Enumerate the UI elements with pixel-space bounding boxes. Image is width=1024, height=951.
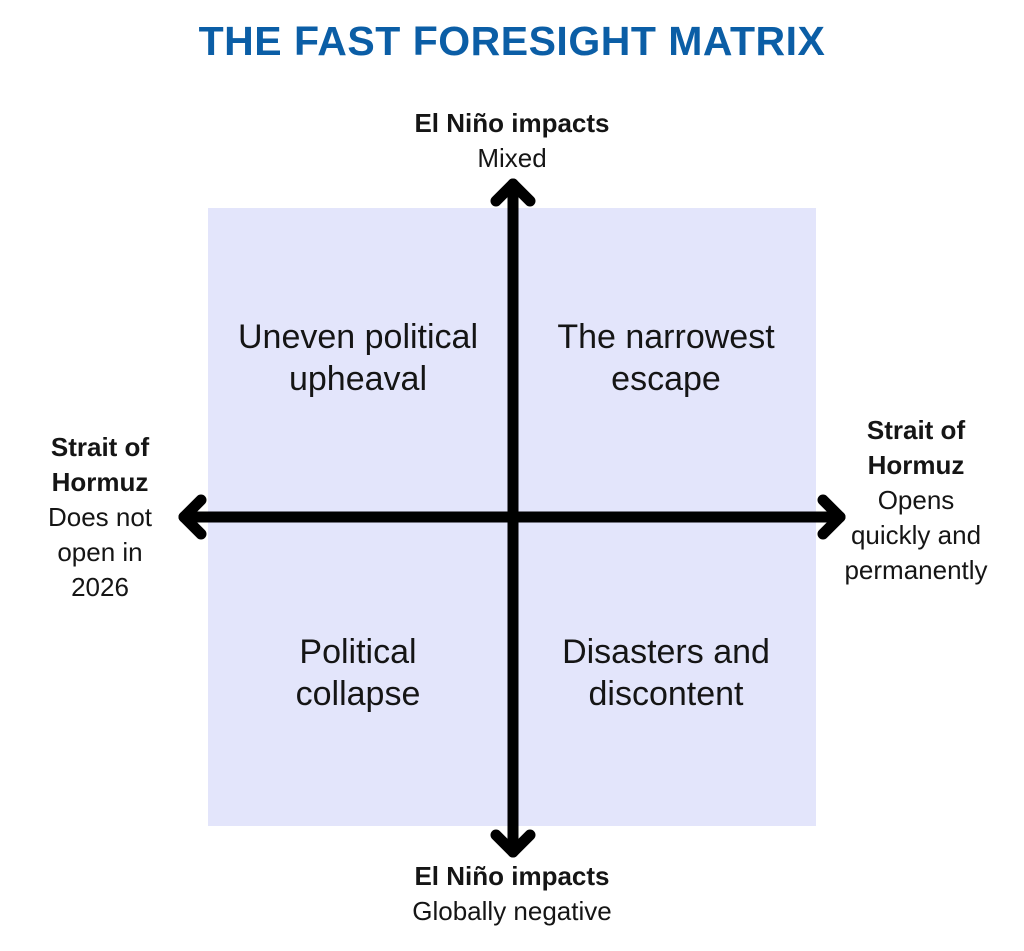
axis-label-bottom: El Niño impacts Globally negative — [362, 859, 662, 929]
axis-heading: Hormuz — [51, 467, 149, 497]
axis-value: open in — [57, 537, 143, 567]
quadrant-label: Disasters and — [562, 633, 770, 671]
axis-value: Does not — [47, 502, 153, 532]
axis-heading: El Niño impacts — [414, 108, 610, 138]
quadrant-label: upheaval — [288, 360, 427, 398]
quadrant-label: Political — [299, 633, 417, 671]
axis-heading: Strait of — [866, 415, 966, 445]
quadrant-top-right: The narrowest escape — [516, 316, 816, 400]
axis-label-top: El Niño impacts Mixed — [362, 106, 662, 176]
quadrant-label: discontent — [588, 675, 744, 713]
horizontal-axis-arrow — [178, 494, 846, 540]
quadrant-label: The narrowest — [557, 318, 775, 356]
quadrant-label: collapse — [295, 675, 421, 713]
axis-label-right: Strait of Hormuz Opens quickly and perma… — [818, 413, 1014, 588]
axis-value: Opens — [877, 485, 955, 515]
quadrant-label: Uneven political — [237, 318, 479, 356]
axis-value: 2026 — [71, 572, 129, 602]
axis-label-left: Strait of Hormuz Does not open in 2026 — [0, 430, 200, 605]
axis-value: Mixed — [477, 143, 547, 173]
axis-value: permanently — [844, 555, 988, 585]
page-title: THE FAST FORESIGHT MATRIX — [198, 18, 826, 64]
axis-heading: El Niño impacts — [414, 861, 610, 891]
quadrant-bottom-right: Disasters and discontent — [516, 631, 816, 715]
quadrant-label: escape — [611, 360, 721, 398]
quadrant-bottom-left: Political collapse — [208, 631, 508, 715]
axis-value: quickly and — [850, 520, 982, 550]
axis-heading: Hormuz — [867, 450, 965, 480]
quadrant-top-left: Uneven political upheaval — [208, 316, 508, 400]
axis-value: Globally negative — [412, 896, 612, 926]
axis-heading: Strait of — [50, 432, 150, 462]
